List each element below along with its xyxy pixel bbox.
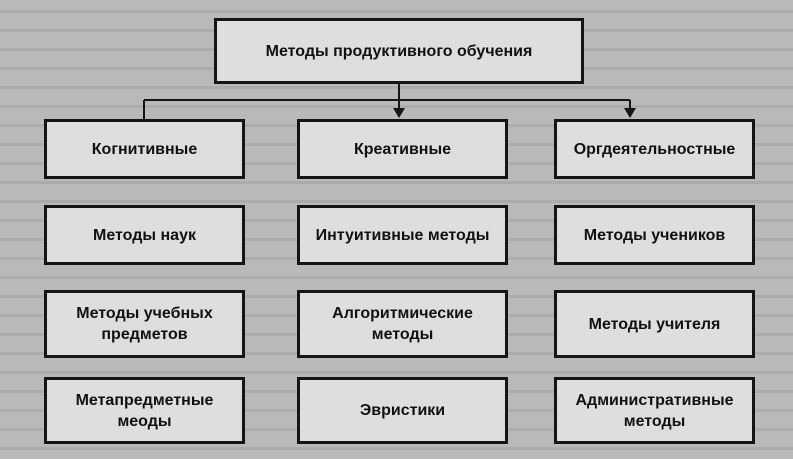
method-label: Метапредметные меоды (75, 391, 214, 430)
arrow-head-right (624, 108, 636, 118)
column-header-orgactivity: Оргдеятельностные (554, 119, 755, 179)
column-header-label: Креативные (353, 140, 452, 158)
root-label: Методы продуктивного обучения (265, 42, 533, 60)
method-box: Метапредметные меоды (44, 377, 245, 444)
method-label: Методы учебных предметов (76, 305, 213, 343)
column-header-label: Оргдеятельностные (573, 140, 736, 158)
column-header-creative: Креативные (297, 119, 508, 179)
method-box: Методы учеников (554, 205, 755, 265)
root-box: Методы продуктивного обучения (214, 18, 584, 84)
column-header-cognitive: Когнитивные (44, 119, 245, 179)
method-label: Методы учителя (588, 315, 721, 333)
method-label: Методы учеников (583, 226, 726, 244)
method-box: Методы наук (44, 205, 245, 265)
method-box: Административные методы (554, 377, 755, 444)
column-header-label: Когнитивные (91, 140, 198, 158)
method-label: Алгоритмические методы (332, 305, 473, 343)
method-box: Методы учителя (554, 290, 755, 358)
method-label: Интуитивные методы (315, 226, 490, 244)
method-label: Административные методы (575, 391, 734, 430)
arrow-head-center (393, 108, 405, 118)
method-box: Интуитивные методы (297, 205, 508, 265)
method-box: Методы учебных предметов (44, 290, 245, 358)
method-box: Алгоритмические методы (297, 290, 508, 358)
method-label: Эвристики (359, 402, 446, 419)
method-box: Эвристики (297, 377, 508, 444)
method-label: Методы наук (93, 226, 196, 244)
